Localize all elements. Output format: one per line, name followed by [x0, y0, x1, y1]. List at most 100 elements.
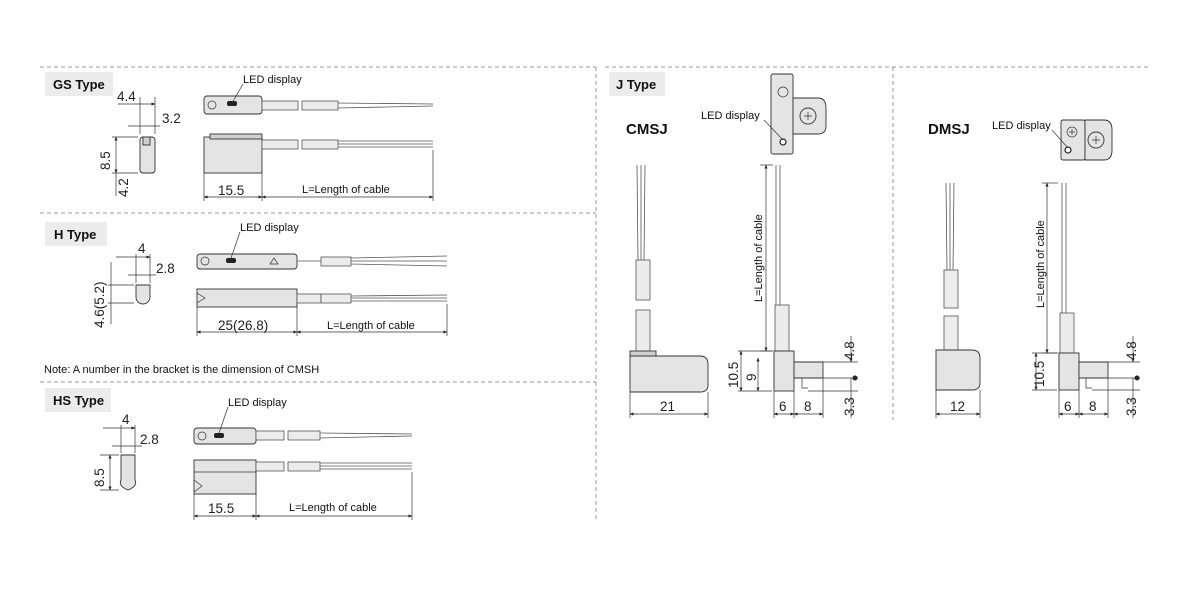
- h-tag-bg: [45, 222, 107, 246]
- h-dim-46-text: 4.6(5.2): [92, 281, 107, 328]
- section-hs: HS Type 4 2.8 8.5 LED display: [45, 388, 413, 520]
- cmsj-head-screw-top: [777, 86, 789, 98]
- section-gs: GS Type 4.4 3.2 8.5 4.2 LED display: [45, 72, 434, 201]
- cmsj-side-cable: [774, 304, 790, 352]
- hs-dim-4-text: 4: [122, 412, 130, 427]
- dmsj-front-wire1: [945, 182, 948, 271]
- dmsj-dim-6-text: 6: [1064, 399, 1072, 414]
- gs-dim-85-text: 8.5: [98, 151, 113, 170]
- h-dim-25-text: 25(26.8): [218, 318, 268, 333]
- hs-dim-85-text: 8.5: [92, 468, 107, 487]
- dmsj-led-label: LED display: [992, 120, 1051, 132]
- h-cable-label: L=Length of cable: [327, 320, 415, 332]
- dmsj-cable-label: L=Length of cable: [1035, 220, 1047, 308]
- dmsj-side-body: [1058, 352, 1080, 391]
- hs-led-window: [214, 433, 224, 438]
- h-dim-28-text: 2.8: [156, 261, 175, 276]
- bracket-note: Note: A number in the bracket is the dim…: [44, 364, 319, 376]
- gs-top-screw: [207, 100, 217, 110]
- h-dim-4-text: 4: [138, 241, 146, 256]
- h-top-wire1: [350, 255, 448, 259]
- gs-dim-155-text: 15.5: [218, 183, 244, 198]
- dmsj-front-body: [935, 349, 981, 391]
- cmsj-dim-8-text: 8: [804, 399, 812, 414]
- dmsj-head-screw-cross-icon: [1069, 129, 1075, 135]
- section-j: J Type CMSJ LED display 21: [609, 72, 1140, 418]
- cmsj-front-wire3: [643, 164, 646, 261]
- h-top-wire3: [350, 263, 448, 267]
- hs-top-cable1: [255, 430, 285, 441]
- cmsj-dim-6-text: 6: [779, 399, 787, 414]
- cmsj-dim-9-text: 9: [744, 373, 759, 381]
- dmsj-dim-33-text: 3.3: [1124, 397, 1139, 416]
- cmsj-screw-cross-icon: [804, 112, 812, 120]
- h-top-triangle-icon: [269, 257, 279, 265]
- gs-led-window: [227, 101, 237, 106]
- gs-dim-42-text: 4.2: [116, 178, 131, 197]
- hs-top-wire1: [319, 432, 413, 435]
- cmsj-led-label: LED display: [701, 110, 760, 122]
- cmsj-side-bracket: [793, 361, 824, 379]
- hs-led-leader: [218, 406, 229, 434]
- dmsj-side-cable: [1059, 312, 1075, 354]
- hs-side-cable1: [255, 461, 285, 472]
- dmsj-front-cable2: [943, 315, 959, 351]
- h-end-view: [135, 284, 151, 305]
- dmsj-dim-105-text: 10.5: [1032, 361, 1047, 387]
- cmsj-front-body: [629, 355, 709, 393]
- hs-side-body: [193, 459, 257, 495]
- dmsj-title: DMSJ: [928, 121, 970, 138]
- j-tag-bg: [609, 72, 665, 96]
- cmsj-dim-33-text: 3.3: [842, 397, 857, 416]
- gs-dim-32-text: 3.2: [162, 111, 181, 126]
- hs-top-cable2: [287, 430, 321, 441]
- gs-top-wire2: [337, 105, 434, 109]
- hs-side-cable2: [287, 461, 321, 472]
- dmsj-front-cable1: [943, 269, 959, 309]
- gs-tag-bg: [45, 72, 113, 96]
- h-side-wire1: [350, 294, 448, 297]
- gs-top-cable2: [301, 100, 339, 111]
- dmsj-head-body: [1060, 119, 1086, 161]
- h-led-window: [226, 258, 236, 263]
- gs-led-label: LED display: [243, 74, 302, 86]
- h-top-body: [196, 253, 298, 270]
- dmsj-head-screw: [1066, 126, 1078, 138]
- h-top-screw: [200, 256, 210, 266]
- cmsj-front-cap: [629, 350, 657, 357]
- dmsj-dim-8-text: 8: [1089, 399, 1097, 414]
- gs-side-cable2: [301, 139, 339, 150]
- cmsj-front-cable1: [635, 259, 651, 301]
- cmsj-side-hook: [801, 378, 808, 389]
- dmsj-front-wire3: [952, 182, 955, 271]
- cmsj-led-dot: [779, 138, 787, 146]
- hs-cable-label: L=Length of cable: [289, 502, 377, 514]
- cmsj-led-leader: [763, 119, 784, 141]
- gs-dim-44-text: 4.4: [117, 89, 136, 104]
- gs-side-body: [203, 136, 263, 174]
- cmsj-dim-48-text: 4.8: [842, 341, 857, 360]
- cmsj-dim-105-text: 10.5: [726, 362, 741, 388]
- dmsj-led-dot: [1064, 146, 1072, 154]
- hs-tag-bg: [45, 388, 111, 412]
- dmsj-led-leader: [1051, 129, 1069, 149]
- j-tag: J Type: [616, 77, 656, 92]
- dmsj-side-bracket: [1078, 361, 1109, 379]
- gs-cable-label: L=Length of cable: [302, 184, 390, 196]
- hs-end-view: [119, 454, 137, 491]
- gs-side-cable1: [261, 139, 299, 150]
- cmsj-dim-21-text: 21: [660, 399, 675, 414]
- hs-dim-28-text: 2.8: [140, 432, 159, 447]
- gs-led-leader: [231, 83, 244, 104]
- hs-side-notch: [193, 479, 203, 493]
- gs-end-notch: [142, 136, 151, 146]
- h-side-notch: [196, 292, 206, 304]
- hs-tag: HS Type: [53, 393, 104, 408]
- cmsj-side-body: [773, 350, 795, 392]
- dmsj-dim-12-text: 12: [950, 399, 965, 414]
- cmsj-front-cable2: [635, 309, 651, 353]
- gs-tag: GS Type: [53, 77, 105, 92]
- cmsj-cable-label: L=Length of cable: [753, 214, 765, 302]
